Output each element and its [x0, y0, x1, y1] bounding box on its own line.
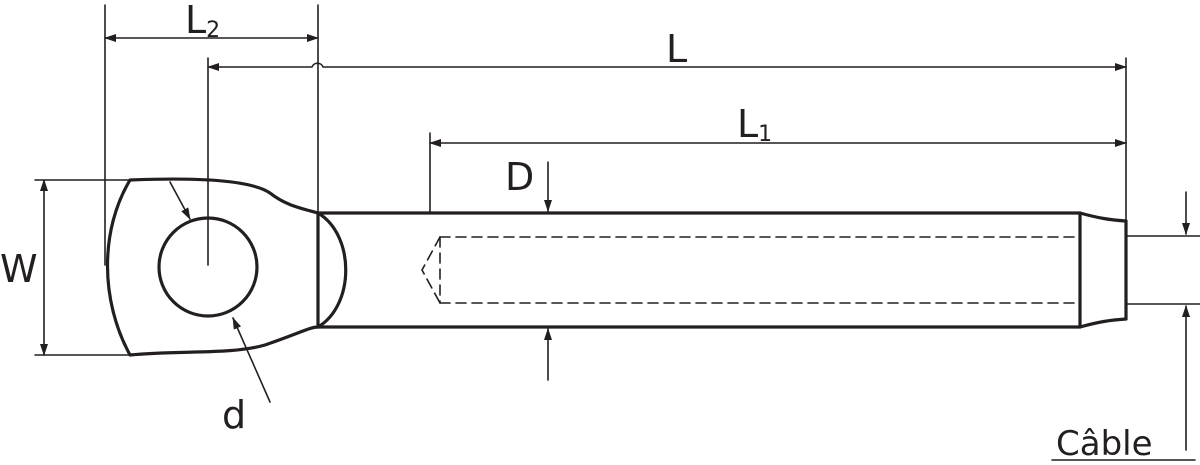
dim-L: [207, 62, 1127, 71]
taper-bottom: [1078, 317, 1128, 329]
bore-tip-hidden: [421, 236, 441, 304]
label-d: d: [222, 393, 246, 437]
eye-radius-leader: [169, 181, 191, 220]
dimension-labels: L2 L L1 D W d Câble: [0, 0, 1153, 464]
dimension-lines: [40, 34, 1196, 461]
part-outline: [105, 177, 1128, 357]
label-L2: L2: [185, 0, 220, 43]
label-L1: L1: [737, 102, 772, 147]
neck-crescent: [316, 211, 348, 329]
taper-top: [1078, 211, 1128, 223]
label-L: L: [666, 27, 687, 71]
label-D: D: [505, 155, 534, 199]
label-cable: Câble: [1056, 424, 1153, 464]
label-W: W: [0, 247, 38, 291]
d-leader: [232, 317, 271, 403]
eye-head-outline: [105, 177, 320, 357]
